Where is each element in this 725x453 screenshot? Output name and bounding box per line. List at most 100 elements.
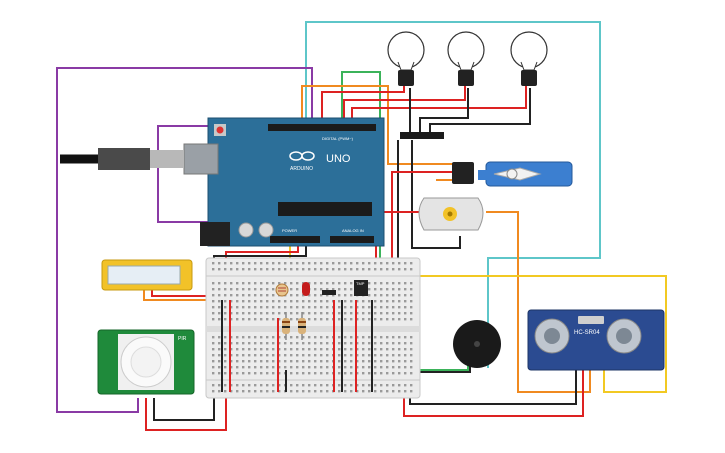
wire-black-pir <box>153 386 215 421</box>
breadboard-hole <box>386 300 389 303</box>
breadboard-hole <box>362 342 365 345</box>
breadboard-hole <box>398 268 401 271</box>
breadboard-hole <box>272 262 275 265</box>
breadboard-hole <box>230 354 233 357</box>
breadboard-hole <box>260 268 263 271</box>
breadboard-hole <box>380 366 383 369</box>
breadboard-hole <box>362 354 365 357</box>
breadboard-hole <box>326 384 329 387</box>
breadboard-hole <box>296 288 299 291</box>
breadboard-hole <box>230 282 233 285</box>
breadboard-hole <box>410 306 413 309</box>
breadboard-hole <box>374 294 377 297</box>
breadboard-hole <box>344 312 347 315</box>
breadboard-hole <box>320 336 323 339</box>
breadboard-hole <box>308 348 311 351</box>
breadboard-hole <box>302 262 305 265</box>
breadboard-hole <box>290 282 293 285</box>
breadboard-hole <box>260 348 263 351</box>
breadboard-hole <box>404 288 407 291</box>
breadboard-hole <box>338 300 341 303</box>
breadboard-hole <box>266 390 269 393</box>
breadboard-hole <box>284 306 287 309</box>
breadboard-hole <box>266 348 269 351</box>
breadboard-hole <box>266 306 269 309</box>
breadboard-hole <box>398 372 401 375</box>
breadboard-hole <box>254 318 257 321</box>
breadboard-hole <box>218 268 221 271</box>
breadboard-hole <box>314 306 317 309</box>
breadboard-hole <box>302 372 305 375</box>
breadboard-hole <box>314 300 317 303</box>
breadboard-hole <box>212 306 215 309</box>
breadboard-hole <box>308 354 311 357</box>
breadboard-hole <box>218 294 221 297</box>
breadboard-hole <box>410 348 413 351</box>
breadboard-hole <box>224 312 227 315</box>
breadboard-hole <box>314 390 317 393</box>
breadboard-hole <box>236 360 239 363</box>
breadboard-hole <box>290 348 293 351</box>
breadboard-hole <box>386 312 389 315</box>
breadboard-hole <box>254 268 257 271</box>
breadboard-hole <box>350 294 353 297</box>
breadboard-hole <box>350 336 353 339</box>
breadboard-hole <box>230 342 233 345</box>
breadboard-hole <box>290 390 293 393</box>
breadboard-hole <box>398 294 401 297</box>
breadboard-hole <box>254 366 257 369</box>
breadboard-hole <box>296 294 299 297</box>
breadboard-hole <box>344 262 347 265</box>
breadboard-hole <box>350 282 353 285</box>
breadboard-hole <box>224 262 227 265</box>
breadboard-hole <box>248 366 251 369</box>
breadboard-hole <box>326 262 329 265</box>
breadboard-hole <box>338 294 341 297</box>
breadboard-hole <box>308 366 311 369</box>
breadboard-hole <box>284 348 287 351</box>
breadboard-hole <box>266 282 269 285</box>
breadboard-hole <box>314 288 317 291</box>
breadboard-hole <box>266 300 269 303</box>
wire-orange-module <box>143 290 236 301</box>
breadboard-hole <box>344 294 347 297</box>
breadboard-hole <box>278 384 281 387</box>
servo-motor <box>452 161 573 187</box>
breadboard-hole <box>326 348 329 351</box>
breadboard-hole <box>248 390 251 393</box>
breadboard-hole <box>362 306 365 309</box>
breadboard-hole <box>404 342 407 345</box>
breadboard-hole <box>380 384 383 387</box>
breadboard-hole <box>242 288 245 291</box>
breadboard-hole <box>344 372 347 375</box>
breadboard-hole <box>230 318 233 321</box>
breadboard-hole <box>386 360 389 363</box>
breadboard-hole <box>284 354 287 357</box>
breadboard-hole <box>266 262 269 265</box>
breadboard-hole <box>212 312 215 315</box>
breadboard-hole <box>362 348 365 351</box>
breadboard-hole <box>404 384 407 387</box>
breadboard-hole <box>350 268 353 271</box>
breadboard-hole <box>320 294 323 297</box>
breadboard-hole <box>386 306 389 309</box>
breadboard-hole <box>308 282 311 285</box>
breadboard-hole <box>296 390 299 393</box>
breadboard-hole <box>308 300 311 303</box>
breadboard-hole <box>230 288 233 291</box>
breadboard-hole <box>374 288 377 291</box>
breadboard-hole <box>338 390 341 393</box>
breadboard-hole <box>296 360 299 363</box>
wire-black-bulb2 <box>419 88 469 135</box>
breadboard-hole <box>260 262 263 265</box>
breadboard-hole <box>308 312 311 315</box>
breadboard-hole <box>248 282 251 285</box>
breadboard-hole <box>356 348 359 351</box>
breadboard-hole <box>386 282 389 285</box>
breadboard-hole <box>266 312 269 315</box>
breadboard-hole <box>242 282 245 285</box>
breadboard-hole <box>230 300 233 303</box>
breadboard-hole <box>410 366 413 369</box>
breadboard-hole <box>254 360 257 363</box>
diode <box>322 290 336 295</box>
